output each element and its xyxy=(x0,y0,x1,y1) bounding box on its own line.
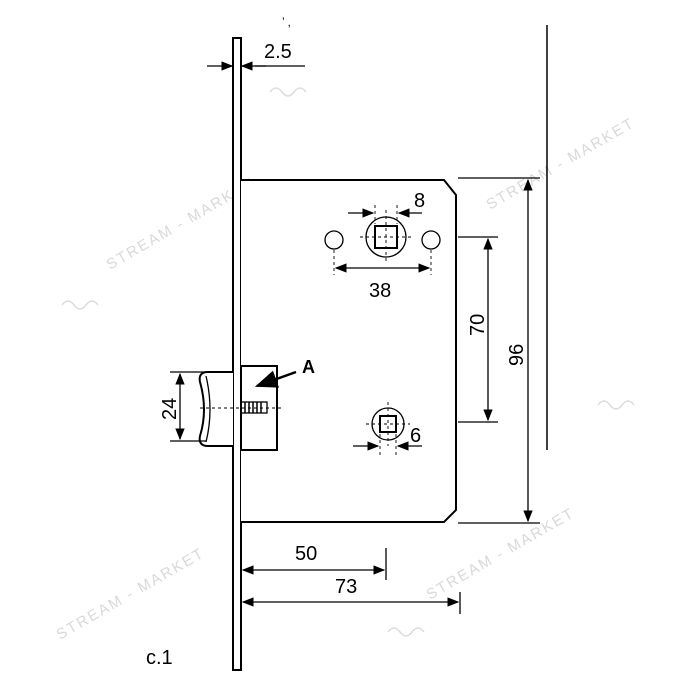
latch-spring-thread xyxy=(244,402,262,413)
dim-24-value: 24 xyxy=(159,398,181,420)
dim-body-depth: 73 xyxy=(241,576,461,614)
callout-a: A xyxy=(254,357,315,388)
callout-a-arrow xyxy=(254,370,297,388)
mount-hole-right xyxy=(421,230,441,250)
top-mark: ’ , xyxy=(282,15,291,29)
faceplate xyxy=(232,37,242,671)
dim-latch-height: 24 xyxy=(159,371,206,442)
latch-bolt xyxy=(198,371,233,447)
watermark-4: STREAM - MARKET xyxy=(54,545,208,644)
dim-mount-holes: 38 xyxy=(333,250,432,302)
dim-8-value: 8 xyxy=(414,190,425,212)
watermark-swirl-2 xyxy=(269,87,307,97)
dim-cylinder-square: 6 xyxy=(353,425,422,456)
dim-73-value: 73 xyxy=(335,576,357,598)
dim-backset: 50 xyxy=(241,543,387,580)
figure-number: с.1 xyxy=(146,647,173,669)
mount-hole-left xyxy=(324,230,344,250)
dim-faceplate-thickness: 2.5 xyxy=(207,41,305,71)
dim-6-value: 6 xyxy=(410,425,421,447)
dim-70-value: 70 xyxy=(467,314,489,336)
callout-a-label: A xyxy=(302,357,315,377)
dim-50-value: 50 xyxy=(295,543,317,565)
dim-centre-distance: 70 xyxy=(458,236,498,423)
lock-body xyxy=(241,179,457,523)
watermark-swirl-1 xyxy=(61,300,99,310)
cylinder-square xyxy=(379,415,397,433)
cylinder-hub xyxy=(366,402,410,446)
watermark-2: STREAM - MARKET xyxy=(484,115,638,214)
dim-spindle-square: 8 xyxy=(348,190,425,224)
latch-spring-screw xyxy=(240,401,268,414)
dim-thickness-value: 2.5 xyxy=(264,41,292,63)
watermark-swirl-3 xyxy=(597,400,635,410)
latch-housing xyxy=(240,365,278,451)
dim-overall-height: 96 xyxy=(458,177,540,524)
spindle-hub xyxy=(324,210,441,262)
dim-96-value: 96 xyxy=(506,344,528,366)
latch-bolt-curve xyxy=(205,375,211,443)
latch-assembly xyxy=(198,365,284,451)
watermark-swirl-4 xyxy=(387,627,425,637)
dim-38-value: 38 xyxy=(369,280,391,302)
